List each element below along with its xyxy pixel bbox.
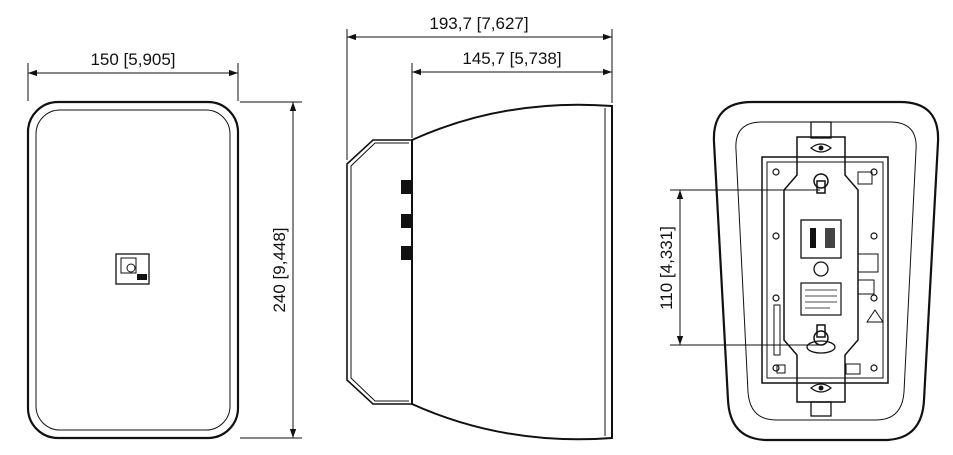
front-outer-outline: [26, 100, 240, 440]
rear-outer-outline: [712, 100, 940, 442]
upper-keyhole-icon: [813, 173, 829, 194]
side-speaker-body: [411, 103, 613, 441]
front-height-label: 240 [9,448]: [270, 227, 289, 312]
side-total-depth-label: 193,7 [7,627]: [429, 14, 528, 33]
rear-view: 110 [4,331]: [657, 100, 940, 442]
side-screws: [401, 180, 413, 260]
rear-terminal-block: [800, 219, 842, 259]
lower-keyhole-icon: [813, 324, 829, 346]
front-width-dimension: 150 [5,905]: [27, 50, 239, 101]
rear-mount-bracket: [783, 121, 859, 417]
front-grille-outline: [35, 109, 231, 431]
rear-plate-details: [772, 168, 884, 375]
rear-plate: [761, 156, 889, 384]
front-view: 150 [5,905] 240 [9,448]: [26, 50, 302, 440]
rear-mount-spacing-label: 110 [4,331]: [657, 226, 676, 310]
side-body-depth-label: 145,7 [5,738]: [462, 49, 561, 68]
rear-info-label: [800, 282, 842, 316]
side-wall-bracket: [346, 139, 412, 405]
rear-mount-spacing-dimension: 110 [4,331]: [657, 189, 820, 346]
side-total-depth-dimension: 193,7 [7,627]: [346, 14, 613, 160]
front-height-dimension: 240 [9,448]: [240, 101, 302, 439]
front-width-label: 150 [5,905]: [90, 50, 175, 69]
brand-logo-icon: [115, 253, 150, 285]
side-body-depth-dimension: 145,7 [5,738]: [411, 49, 612, 138]
side-view: 193,7 [7,627] 145,7 [5,738]: [346, 14, 613, 441]
